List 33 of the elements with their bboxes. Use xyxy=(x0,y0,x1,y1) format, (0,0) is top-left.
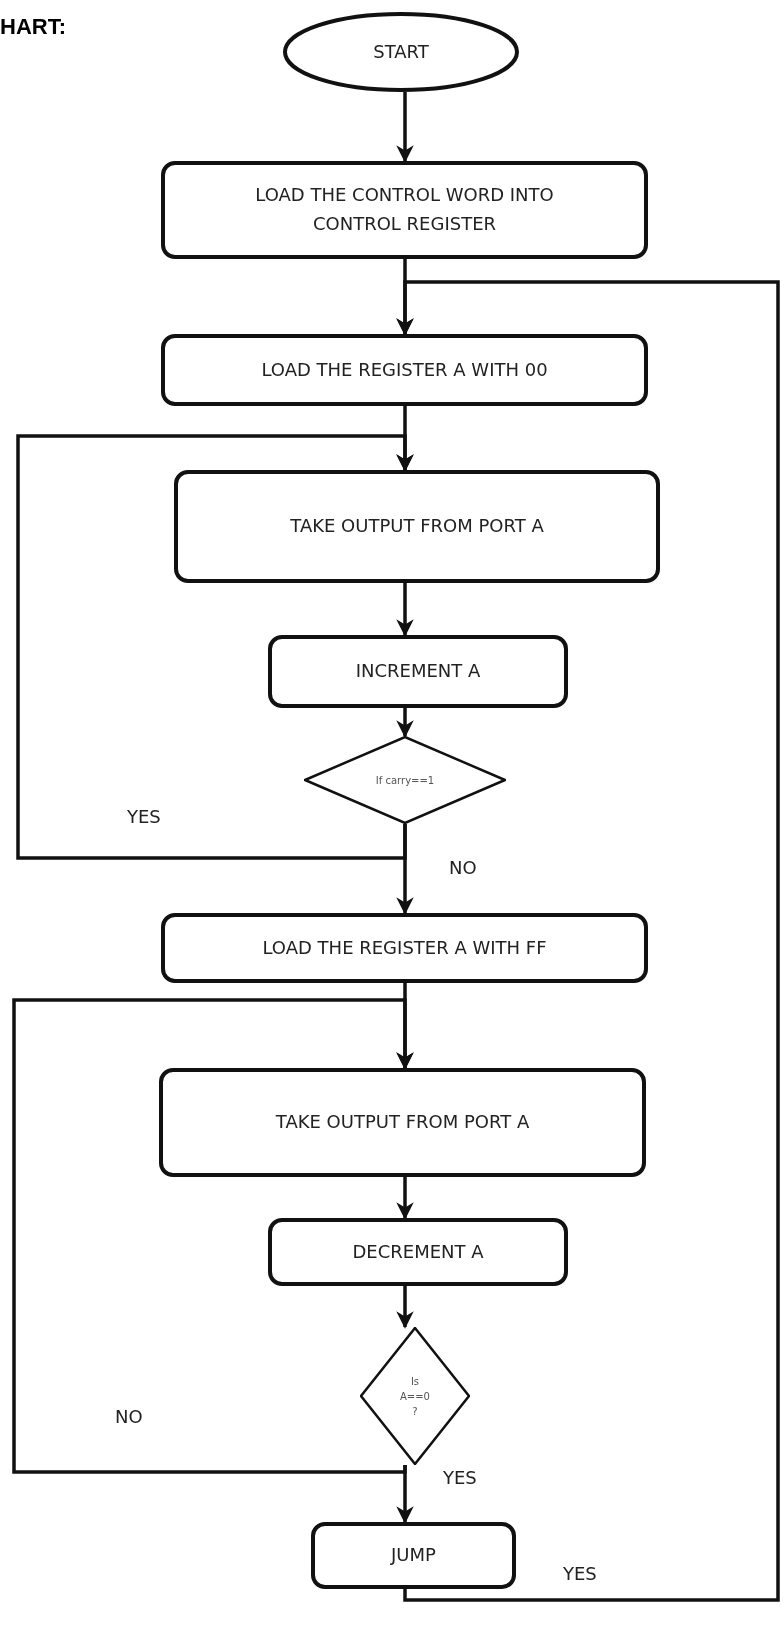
step-text: INCREMENT A xyxy=(354,659,482,684)
arrow xyxy=(12,998,414,1474)
condition-text: Is A==0 ? xyxy=(399,1374,431,1419)
process-box xyxy=(161,913,648,983)
process-box xyxy=(159,1068,646,1177)
arrow xyxy=(396,824,414,915)
arrow xyxy=(396,1286,414,1329)
arrow xyxy=(396,1177,414,1220)
arrow xyxy=(396,1465,414,1524)
arrow xyxy=(396,583,414,637)
arrow xyxy=(396,708,414,738)
step-text: TAKE OUTPUT FROM PORT A xyxy=(289,514,545,539)
start-terminal xyxy=(283,12,519,92)
process-box xyxy=(161,334,648,406)
process-box xyxy=(174,470,660,583)
step-text: START xyxy=(372,39,430,64)
decision-diamond xyxy=(360,1327,470,1465)
condition-text: If carry==1 xyxy=(374,773,436,788)
decision-diamond xyxy=(304,736,506,824)
process-box xyxy=(311,1522,516,1589)
step-text: LOAD THE REGISTER A WITH 00 xyxy=(260,357,549,382)
arrow xyxy=(396,92,414,163)
process-box xyxy=(161,161,648,259)
step-text: LOAD THE CONTROL WORD INTO CONTROL REGISTER xyxy=(254,183,555,236)
step-text: DECREMENT A xyxy=(351,1239,485,1264)
step-text: LOAD THE REGISTER A WITH FF xyxy=(261,935,548,960)
step-text: JUMP xyxy=(389,1543,437,1568)
step-text: TAKE OUTPUT FROM PORT A xyxy=(274,1110,531,1135)
arrow xyxy=(396,280,780,1602)
process-box xyxy=(268,1218,568,1286)
arrow xyxy=(16,434,414,860)
process-box xyxy=(268,635,568,708)
heading-text: HART: xyxy=(0,14,66,40)
